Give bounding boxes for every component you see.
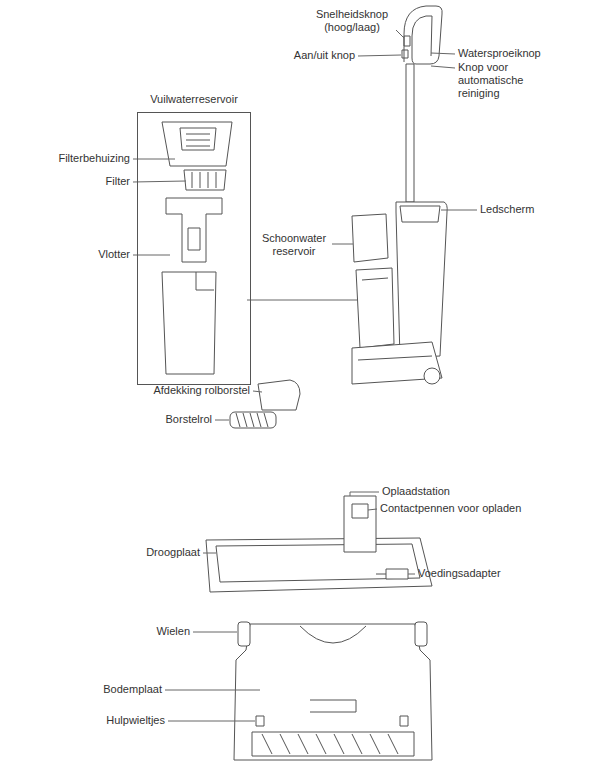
brush-opening [252,732,414,756]
roller-hatch [236,413,268,427]
wheel-right [415,622,427,646]
base-plate [234,624,432,760]
wheel [424,368,440,384]
part-label: Ledscherm [480,203,534,216]
float-part [166,198,222,262]
part-label: Borstelrol [166,413,212,426]
brush-hatch [262,734,398,754]
part-label: Bodemplaat [103,683,162,696]
part-label: Aan/uit knop [294,49,355,62]
tank-spout [196,272,214,290]
part-label: Vlotter [98,248,130,261]
stick [406,64,414,202]
part-label: Knop voor automatische reiniging [458,61,538,100]
led-screen [400,206,440,222]
roller-cover [258,380,300,410]
cable [376,574,386,575]
head-detail [358,356,432,360]
filter-part [184,170,226,190]
power-adapter [386,569,408,579]
part-label: Watersproeiknop [458,47,541,60]
charging-tower [344,496,376,552]
neck-joint [300,626,366,643]
part-label: Voedingsadapter [418,567,501,580]
part-label: Oplaadstation [382,485,450,498]
dirty-water-tank [356,268,394,348]
float-detail [188,228,200,250]
part-label: Afdekking rolborstel [153,384,250,397]
group-heading: Vuilwaterreservoir [138,93,250,106]
part-label: Filter [106,175,130,188]
part-label: Schoonwater reservoir [257,232,331,258]
speed-button [404,36,410,46]
leader-lines [133,30,477,721]
tray-rim [216,544,420,582]
charging-pins [352,504,368,518]
dirty-tank-part [162,272,216,374]
aux-wheel [400,716,408,726]
plate-detail [310,700,356,712]
aux-wheel [256,716,264,726]
part-label: Contactpennen voor opladen [380,502,521,515]
part-label: Wielen [156,625,190,638]
part-label: Hulpwieltjes [106,714,165,727]
tank-detail [362,278,388,280]
handle [404,6,442,64]
part-label: Snelheidsknop (hoog/laag) [306,8,398,34]
power-button [402,50,408,58]
drying-tray [206,538,432,592]
brush-roller [230,412,276,428]
wheel-left [238,622,250,646]
part-label: Filterbehuizing [58,152,130,165]
main-body [396,202,447,358]
clean-water-tank [352,214,388,262]
part-label: Droogplaat [146,546,200,559]
cleaning-head [352,342,442,384]
housing-grid [180,128,216,150]
parts-box: Vuilwaterreservoir [137,112,251,385]
